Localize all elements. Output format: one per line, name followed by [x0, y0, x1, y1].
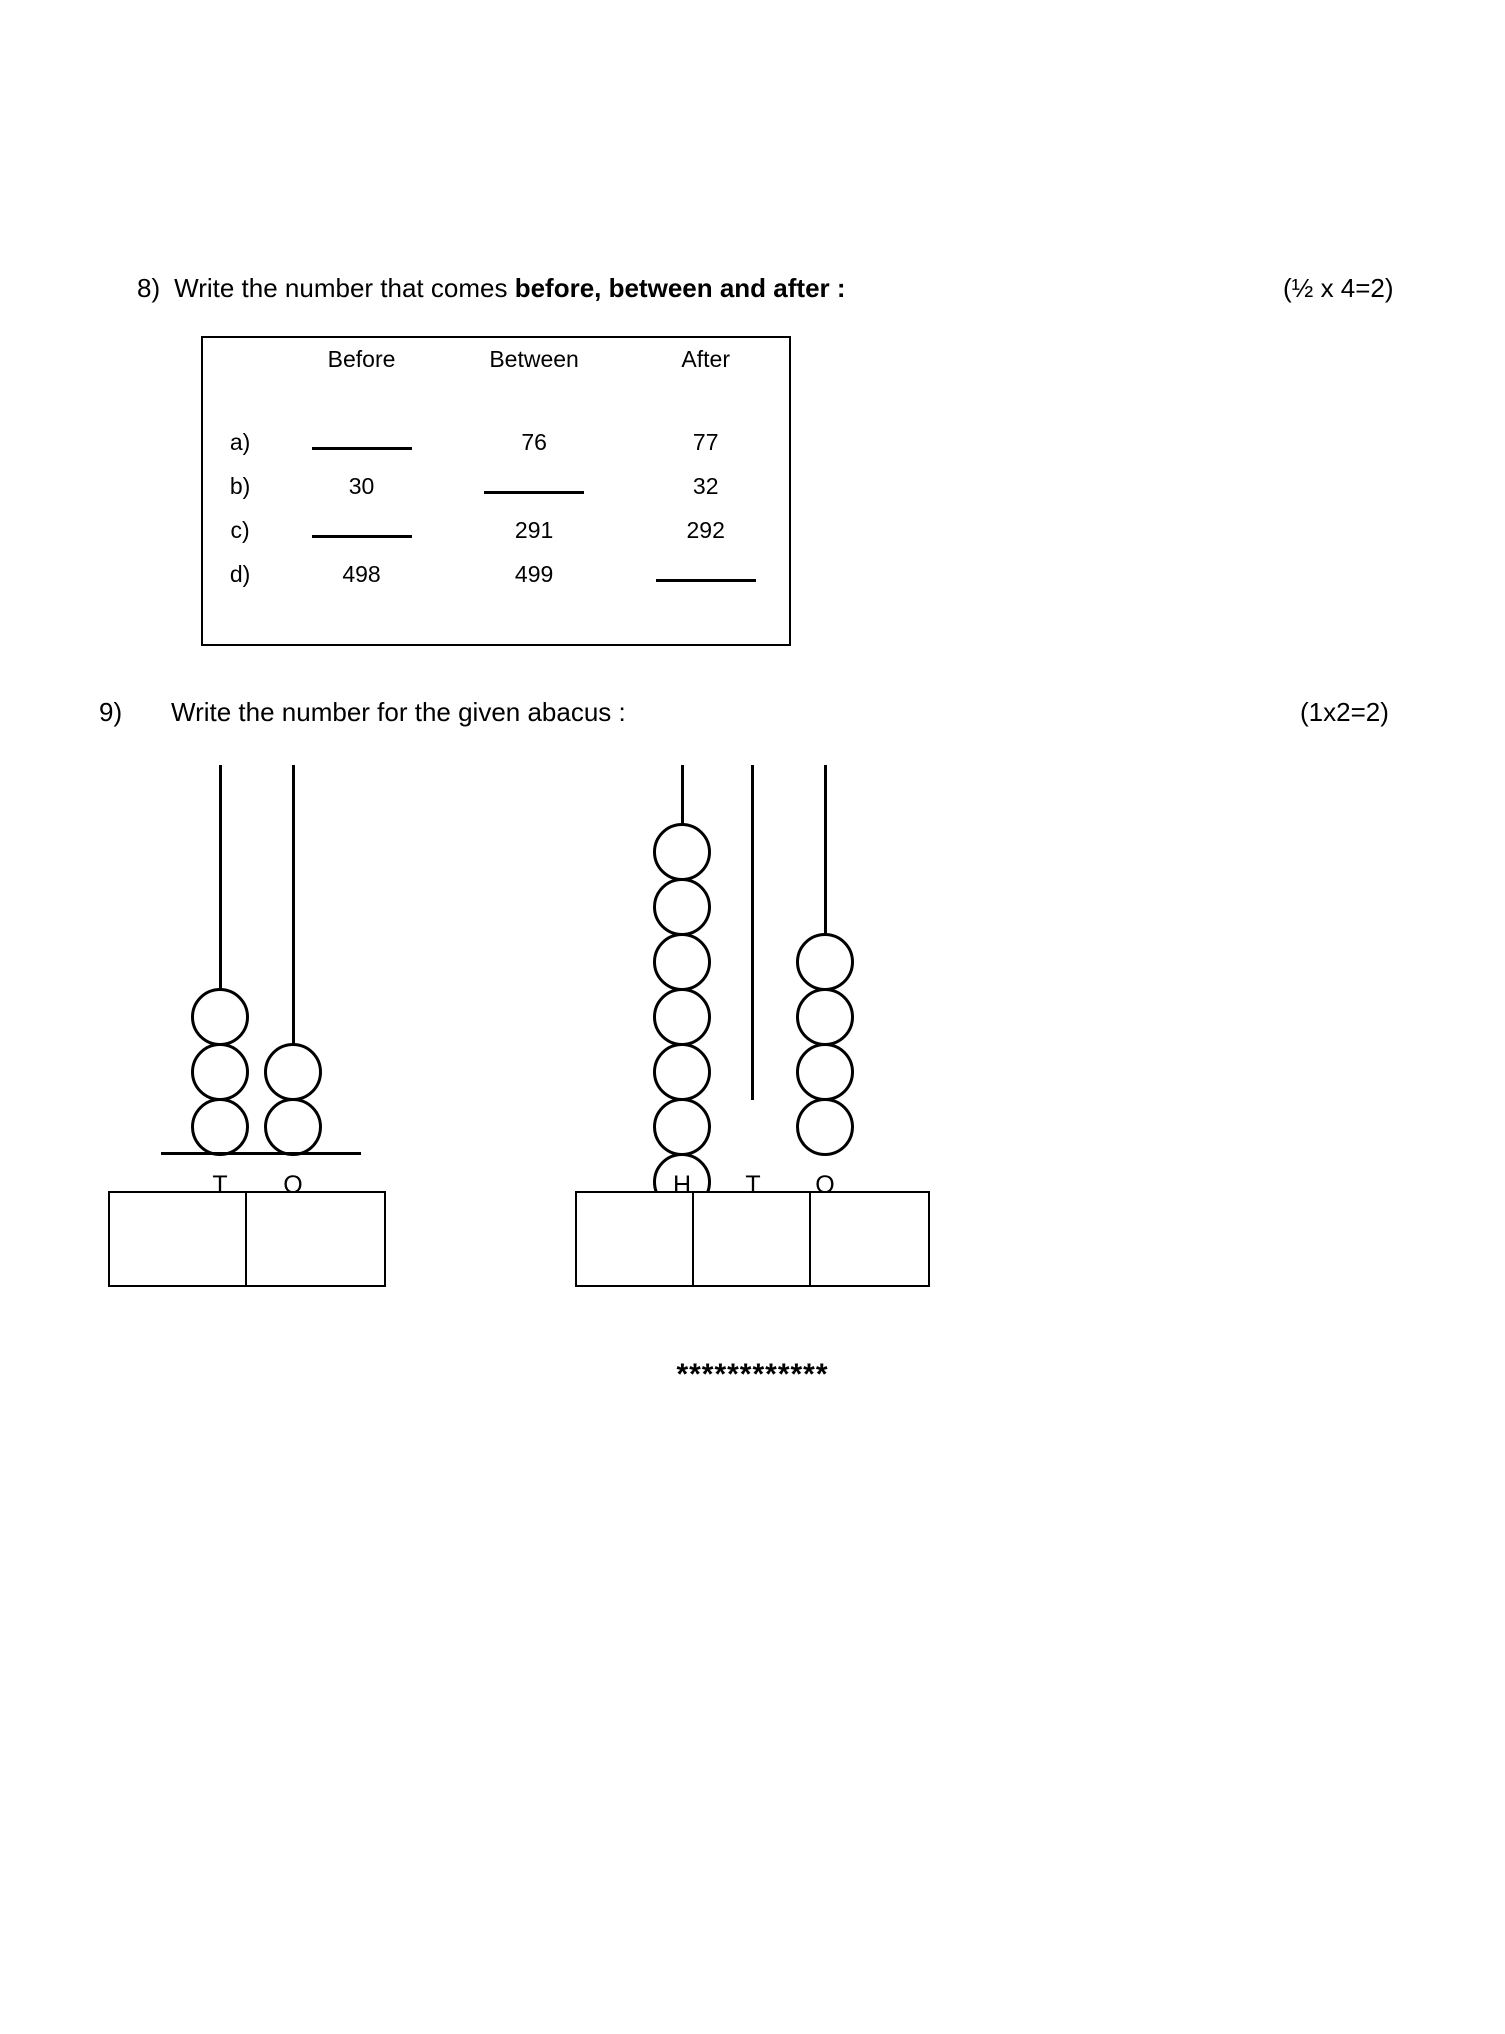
- abacus-bead: [796, 933, 854, 991]
- table-header-between: Between: [489, 345, 579, 372]
- question-9-text: Write the number for the given abacus :: [171, 697, 626, 727]
- before-between-after-table: Before Between After a) 76 77 b) 30 32: [201, 336, 791, 646]
- answer-box-hundreds[interactable]: [577, 1193, 695, 1285]
- answer-blank-line[interactable]: [655, 566, 756, 582]
- abacus-rod-tens: [219, 765, 222, 1100]
- spacer-cell: [622, 380, 789, 420]
- abacus-right-frame: H T O: [620, 765, 920, 1211]
- cell-between: 291: [514, 516, 554, 543]
- abacus-bead: [653, 1098, 711, 1156]
- abacus-bead: [191, 988, 249, 1046]
- answer-box-ones[interactable]: [247, 1193, 384, 1285]
- abacus-rod-ones: [292, 765, 295, 1050]
- abacus-bead: [653, 878, 711, 936]
- spacer-cell: [622, 596, 789, 644]
- abacus-bead: [653, 823, 711, 881]
- table-row: d) 498 499: [203, 552, 789, 596]
- question-8-heading: 8) Write the number that comes before, b…: [137, 273, 846, 304]
- abacus-rod-ones: [824, 765, 827, 950]
- row-label: b): [229, 472, 251, 499]
- row-label: d): [229, 560, 251, 587]
- question-8-marks: (½ x 4=2): [1283, 273, 1394, 303]
- answer-box-tens[interactable]: [110, 1193, 247, 1285]
- answer-box-ones[interactable]: [811, 1193, 928, 1285]
- abacus-base-line: [161, 1152, 361, 1155]
- cell-after: 77: [692, 428, 719, 455]
- spacer-cell: [277, 380, 446, 420]
- table-row: b) 30 32: [203, 464, 789, 508]
- table-header-row: Before Between After: [203, 338, 789, 380]
- table-header-before: Before: [327, 345, 396, 372]
- question-8-number: 8): [137, 273, 161, 303]
- abacus-bead: [653, 1043, 711, 1101]
- answer-box-tens[interactable]: [694, 1193, 811, 1285]
- answer-boxes-right[interactable]: [575, 1191, 930, 1287]
- abacus-right: H T O: [620, 765, 920, 1211]
- footer-star-divider: ************: [676, 1358, 829, 1391]
- question-9-marks: (1x2=2): [1300, 697, 1389, 727]
- abacus-left: T O: [155, 765, 415, 1199]
- table-row: a) 76 77: [203, 420, 789, 464]
- abacus-bead: [191, 1098, 249, 1156]
- spacer-cell: [446, 380, 623, 420]
- spacer-cell: [203, 380, 277, 420]
- table-header-after: After: [681, 345, 730, 372]
- abacus-bead: [264, 1043, 322, 1101]
- cell-after[interactable]: [622, 552, 789, 596]
- abacus-bead: [653, 988, 711, 1046]
- question-8-text-plain: Write the number that comes: [174, 273, 515, 303]
- abacus-bead: [796, 1043, 854, 1101]
- table-spacer-bottom: [203, 596, 789, 644]
- question-8-text-bold: before, between and after :: [514, 273, 846, 303]
- abacus-bead: [796, 988, 854, 1046]
- answer-boxes-left[interactable]: [108, 1191, 386, 1287]
- question-8-text: Write the number that comes before, betw…: [174, 273, 845, 304]
- cell-before[interactable]: [277, 508, 446, 552]
- answer-blank-line[interactable]: [484, 478, 585, 494]
- spacer-cell: [446, 596, 623, 644]
- question-9-number: 9): [99, 697, 123, 727]
- cell-before: 498: [342, 560, 381, 587]
- abacus-bead: [653, 933, 711, 991]
- cell-between[interactable]: [446, 464, 623, 508]
- answer-blank-line[interactable]: [311, 522, 412, 538]
- abacus-bead: [264, 1098, 322, 1156]
- abacus-bead: [796, 1098, 854, 1156]
- abacus-rod-tens: [751, 765, 754, 1100]
- row-label: c): [230, 516, 250, 543]
- table-header-blank: [203, 338, 277, 380]
- row-label: a): [229, 428, 251, 455]
- abacus-left-frame: T O: [155, 765, 415, 1199]
- abacus-bead: [191, 1043, 249, 1101]
- cell-before: 30: [348, 472, 375, 499]
- cell-between: 499: [514, 560, 554, 587]
- cell-after: 292: [686, 516, 725, 543]
- cell-after: 32: [692, 472, 719, 499]
- answer-blank-line[interactable]: [311, 434, 412, 450]
- spacer-cell: [277, 596, 446, 644]
- question-9-heading: 9) Write the number for the given abacus…: [99, 697, 626, 728]
- spacer-cell: [203, 596, 277, 644]
- cell-between: 76: [521, 428, 547, 455]
- table-row: c) 291 292: [203, 508, 789, 552]
- cell-before[interactable]: [277, 420, 446, 464]
- table-spacer-top: [203, 380, 789, 420]
